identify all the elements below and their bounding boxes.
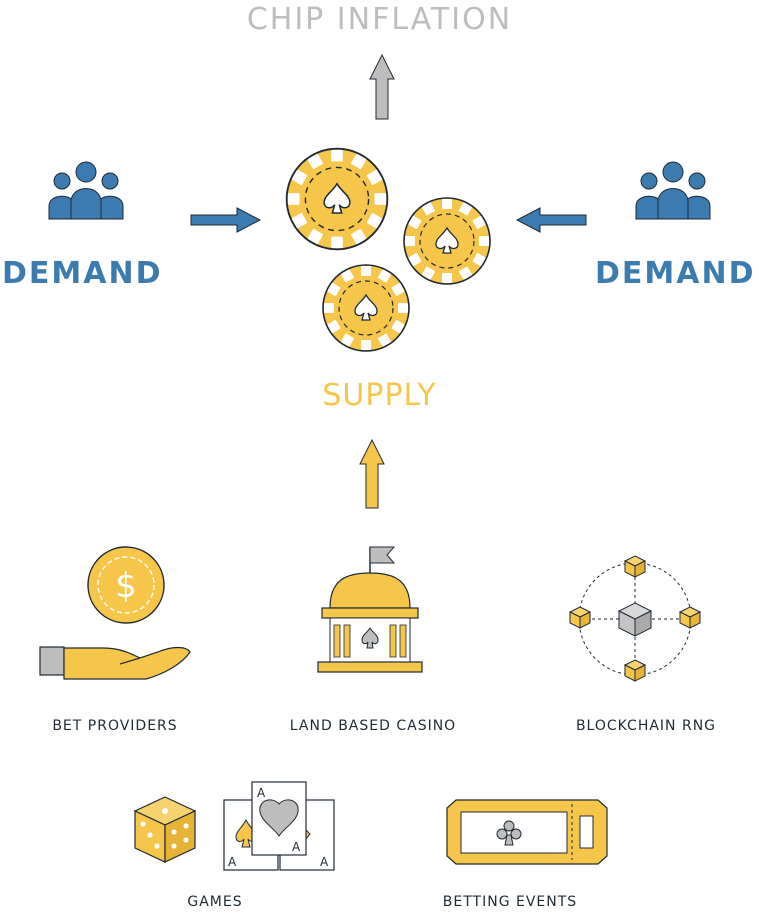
casino-chip-icon-large: [285, 147, 389, 251]
supply-arrow: [359, 438, 385, 509]
dollar-symbol: $: [115, 566, 137, 606]
land-based-casino-label: LAND BASED CASINO: [289, 718, 457, 734]
people-group-icon-left: [48, 161, 124, 220]
demand-left-label: DEMAND: [2, 256, 163, 291]
games-label: GAMES: [187, 894, 243, 910]
betting-events-label: BETTING EVENTS: [442, 894, 578, 910]
supply-label: SUPPLY: [322, 378, 437, 413]
demand-right-label: DEMAND: [595, 256, 756, 291]
demand-arrow-left: [190, 207, 262, 233]
blockchain-rng-label: BLOCKCHAIN RNG: [575, 718, 717, 734]
hand-coin-icon: $: [39, 546, 191, 680]
card-rank-left: A: [228, 855, 237, 869]
people-group-icon-right: [635, 161, 711, 220]
demand-arrow-right: [515, 207, 587, 233]
casino-chip-icon-bottom: [322, 264, 410, 352]
card-rank-top: A: [257, 786, 266, 800]
ticket-icon: [446, 799, 608, 865]
card-rank-bottom: A: [292, 840, 301, 854]
playing-cards-icon: A A A A: [223, 781, 335, 871]
inflation-arrow: [369, 53, 395, 120]
bet-providers-label: BET PROVIDERS: [52, 718, 178, 734]
dice-icon: [133, 796, 197, 863]
blockchain-network-icon: [569, 555, 701, 682]
chip-inflation-label: CHIP INFLATION: [246, 2, 513, 37]
card-rank-right: A: [320, 855, 329, 869]
casino-building-icon: [317, 546, 423, 673]
casino-chip-icon-right: [403, 197, 491, 285]
